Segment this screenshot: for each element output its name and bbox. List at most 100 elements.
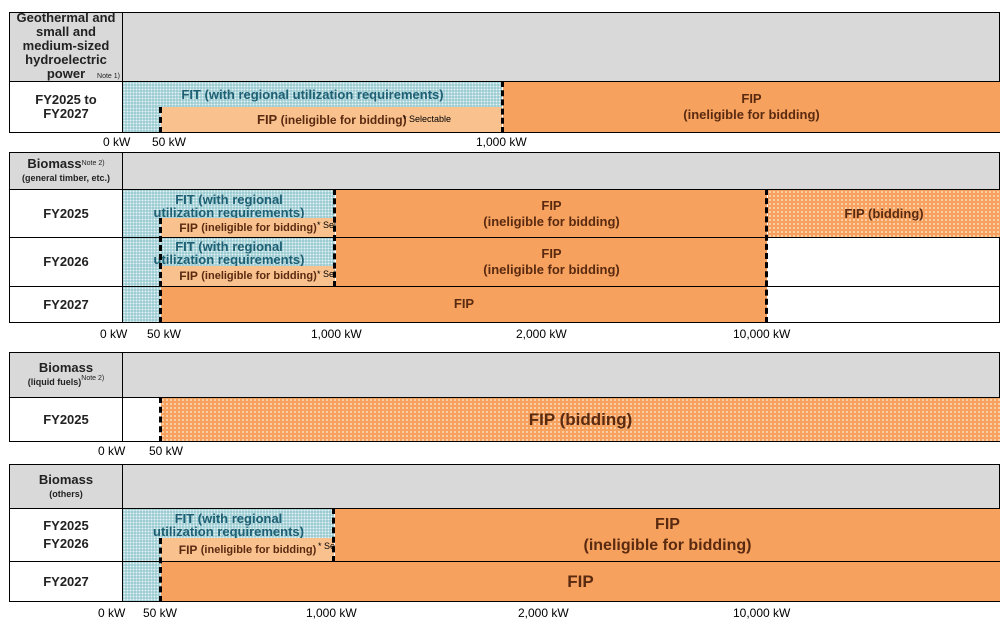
section-biomass-others-header-bar <box>122 464 1000 509</box>
fip-line2: (ineligible for bidding) <box>583 537 752 554</box>
fip-line2: (ineligible for bidding) <box>483 262 620 277</box>
section-geothermal-header-bar <box>122 12 1000 82</box>
fip-sub-label: (ineligible for bidding) <box>200 543 317 556</box>
fit-block: FIT (with regional utilization requireme… <box>123 82 502 107</box>
section-note: Note 2) <box>81 160 105 167</box>
divider-1000kw <box>332 508 335 562</box>
tick-50kw: 50 kW <box>143 606 178 620</box>
tick-0kw: 0 kW <box>100 327 128 341</box>
divider-1000kw <box>333 189 336 287</box>
fip-sub-label: (ineligible for bidding) <box>280 112 407 127</box>
fip-ineligible-block: FIP (ineligible for bidding) <box>503 82 1000 132</box>
divider-50kw <box>159 107 162 133</box>
section-title: Biomass <box>27 156 82 171</box>
tick-2000kw: 2,000 kW <box>518 606 569 620</box>
fit-line1: FIT (with regional <box>175 191 283 207</box>
tick-50kw: 50 kW <box>152 135 187 149</box>
section-title: Geothermal and small and medium-sized hy… <box>16 9 116 81</box>
selectable-note: * Selectable <box>403 114 452 124</box>
fit-block: FIT (with regional utilization requireme… <box>123 238 335 266</box>
tick-1000kw: 1,000 kW <box>306 606 357 620</box>
fip-ineligible-light: FIP (ineligible for bidding) <box>161 538 334 561</box>
tick-0kw: 0 kW <box>103 135 131 149</box>
divider-1000kw <box>501 81 504 133</box>
tick-1000kw: 1,000 kW <box>476 135 527 149</box>
section-title: Biomass <box>38 360 94 375</box>
section-geothermal-header: Geothermal and small and medium-sized hy… <box>9 9 123 82</box>
row-label: FY2025 <box>9 189 123 238</box>
fip-label: FIP <box>178 542 198 557</box>
tick-10000kw: 10,000 kW <box>733 606 791 620</box>
row-label: FY2025 <box>9 397 123 442</box>
section-biomass-general-header-bar <box>122 152 1000 190</box>
section-note: Note 1) <box>97 72 120 80</box>
bid-label: FIP (bidding) <box>528 409 633 429</box>
tick-10000kw: 10,000 kW <box>733 327 791 341</box>
fit-line1: FIT (with regional <box>174 511 283 526</box>
fit-small-block <box>123 562 161 601</box>
row-label: FY2025 FY2026 <box>9 508 123 562</box>
fit-line1: FIT (with regional <box>175 239 283 254</box>
row-label: FY2025 to FY2027 <box>9 81 123 133</box>
fip-line1: FIP <box>741 91 762 106</box>
divider-50kw <box>159 397 162 442</box>
section-subtitle: (liquid fuels) <box>27 377 82 387</box>
row-label: FY2027 <box>9 561 123 602</box>
fit-label: FIT (with regional utilization requireme… <box>181 87 444 102</box>
fit-small-block <box>123 266 161 286</box>
row-label-line2: FY2026 <box>43 536 89 551</box>
section-title: Biomass <box>38 471 94 487</box>
fip-label: FIP <box>179 220 198 235</box>
fip-line2: (ineligible for bidding) <box>483 213 620 229</box>
fip-ineligible-light: FIP (ineligible for bidding) <box>161 218 335 237</box>
section-biomass-others-header: Biomass (others) <box>9 464 123 509</box>
divider-50kw <box>159 538 162 602</box>
fit-line2: utilization requirements) <box>153 204 305 220</box>
fip-label: FIP <box>567 571 594 591</box>
fip-block: FIP <box>161 562 1000 601</box>
fip-line2: (ineligible for bidding) <box>683 107 820 122</box>
fit-line2: utilization requirements) <box>153 524 304 539</box>
tick-0kw: 0 kW <box>98 606 126 620</box>
fip-ineligible-block: FIP (ineligible for bidding) <box>336 190 767 237</box>
fip-label: FIP <box>453 296 475 311</box>
divider-10000kw <box>765 189 768 323</box>
fip-sub-label: (ineligible for bidding) <box>201 270 317 282</box>
row-label: FY2027 <box>9 286 123 323</box>
fit-small-block <box>123 218 161 237</box>
fit-line2: utilization requirements) <box>153 252 305 267</box>
tick-0kw: 0 kW <box>98 444 126 458</box>
fip-line1: FIP <box>655 516 680 533</box>
fit-small-block <box>123 107 161 132</box>
fip-ineligible-light: FIP (ineligible for bidding) <box>161 107 502 132</box>
fip-bidding-block: FIP (bidding) <box>161 398 1000 441</box>
divider-50kw <box>159 218 162 323</box>
tick-50kw: 50 kW <box>147 327 182 341</box>
tick-50kw: 50 kW <box>149 444 184 458</box>
fip-sub-label: (ineligible for bidding) <box>201 221 317 234</box>
row-label: FY2026 <box>9 237 123 287</box>
fit-block: FIT (with regional utilization requireme… <box>123 509 334 538</box>
section-biomass-liquid-header-bar <box>122 352 1000 398</box>
fip-line1: FIP <box>541 197 562 213</box>
fit-block: FIT (with regional utilization requireme… <box>123 190 335 220</box>
tick-2000kw: 2,000 kW <box>516 327 567 341</box>
fit-small-block <box>123 287 161 322</box>
tick-1000kw: 1,000 kW <box>311 327 362 341</box>
fip-ineligible-light: FIP (ineligible for bidding) <box>161 266 335 286</box>
section-subtitle: (others) <box>49 488 83 499</box>
fip-label: FIP <box>257 112 278 127</box>
section-note: Note 2) <box>81 375 105 382</box>
section-biomass-liquid-header: Biomass (liquid fuels) Note 2) <box>9 352 123 398</box>
fip-ineligible-block: FIP (ineligible for bidding) <box>335 509 1000 561</box>
fip-ineligible-block: FIP (ineligible for bidding) <box>336 238 767 286</box>
row-label-line1: FY2025 <box>43 518 89 533</box>
fip-label: FIP <box>179 269 198 283</box>
section-subtitle: (general timber, etc.) <box>21 173 111 183</box>
bid-label: FIP (bidding) <box>844 206 924 221</box>
fip-bidding-block: FIP (bidding) <box>768 190 1000 237</box>
section-biomass-general-header: Biomass Note 2) (general timber, etc.) <box>9 152 123 190</box>
fip-line1: FIP <box>541 246 562 261</box>
fip-block: FIP <box>161 287 767 322</box>
fit-small-block <box>123 538 161 561</box>
